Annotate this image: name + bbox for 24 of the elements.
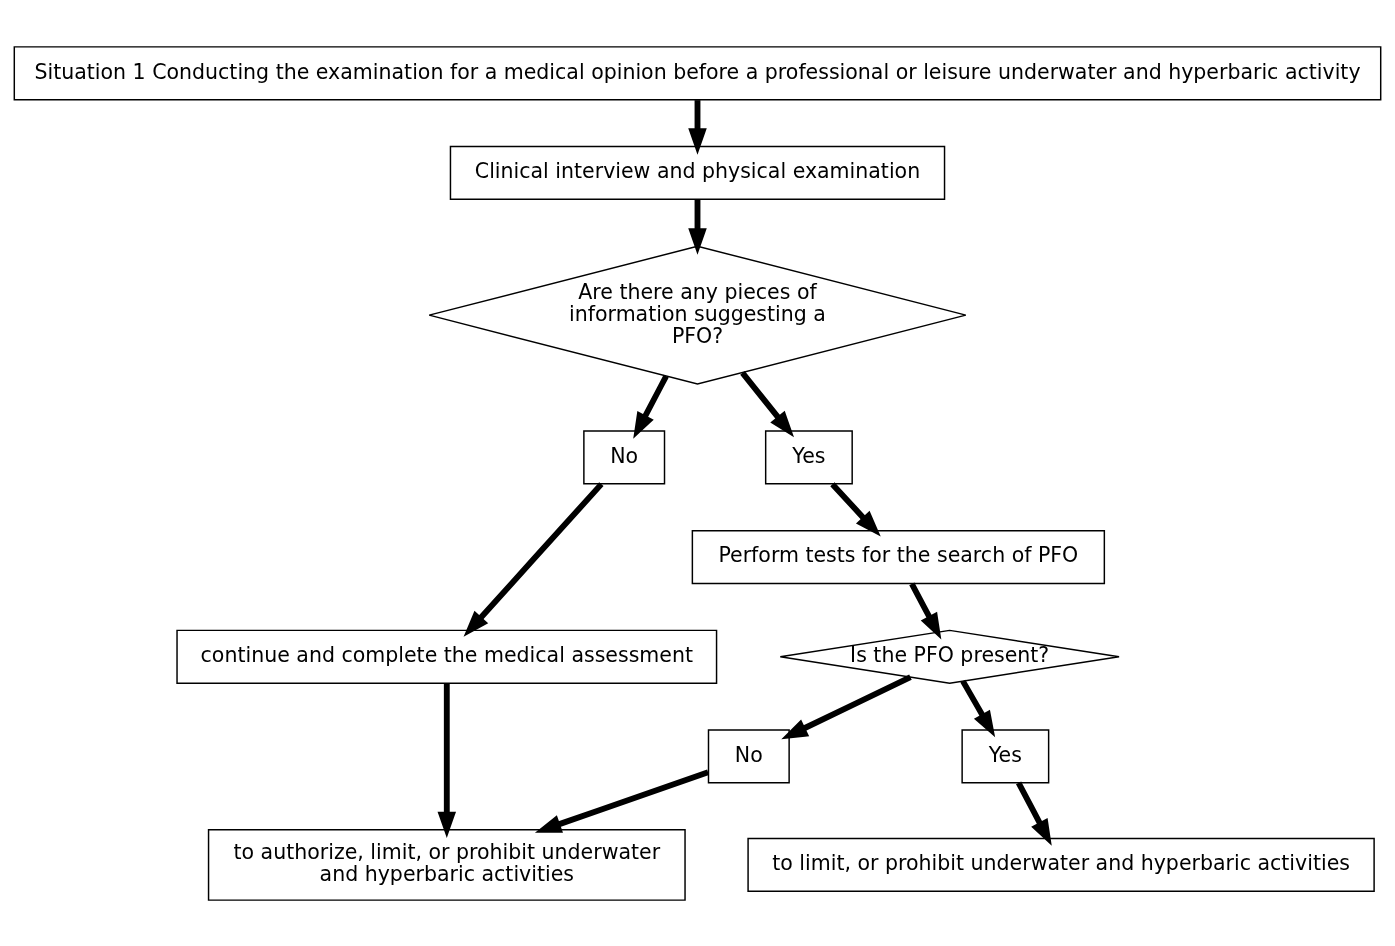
node-box: to limit, or prohibit underwater and hyperbaric activities xyxy=(747,837,1375,892)
arrow xyxy=(633,374,669,439)
arrow xyxy=(437,682,457,838)
arrow xyxy=(688,199,707,255)
arrow xyxy=(740,370,795,437)
arrow xyxy=(463,481,604,637)
arrow xyxy=(688,99,707,155)
node-box: Yes xyxy=(764,429,853,484)
node-box: to authorize, limit, or prohibit underwater and hyperbaric activities xyxy=(207,828,686,901)
node-diamond: Are there any pieces of information suggesting a PFO? xyxy=(428,245,967,385)
node-box: Clinical interview and physical examination xyxy=(449,145,946,200)
node-box: No xyxy=(707,728,790,784)
arrow xyxy=(960,679,996,737)
arrow xyxy=(909,582,942,640)
arrow xyxy=(1016,781,1052,846)
arrow xyxy=(781,673,912,739)
arrow xyxy=(830,481,881,537)
node-box: Situation 1 Conducting the examination for a medical opinion before a professional or leisure underwater and hyperbaric activity xyxy=(13,45,1382,100)
node-box: continue and complete the medical assessment xyxy=(176,629,718,684)
node-box: Perform tests for the search of PFO xyxy=(691,529,1106,584)
node-box: Yes xyxy=(961,728,1050,784)
node-box: No xyxy=(583,429,666,484)
node-diamond: Is the PFO present? xyxy=(779,629,1120,684)
arrow xyxy=(534,768,710,833)
